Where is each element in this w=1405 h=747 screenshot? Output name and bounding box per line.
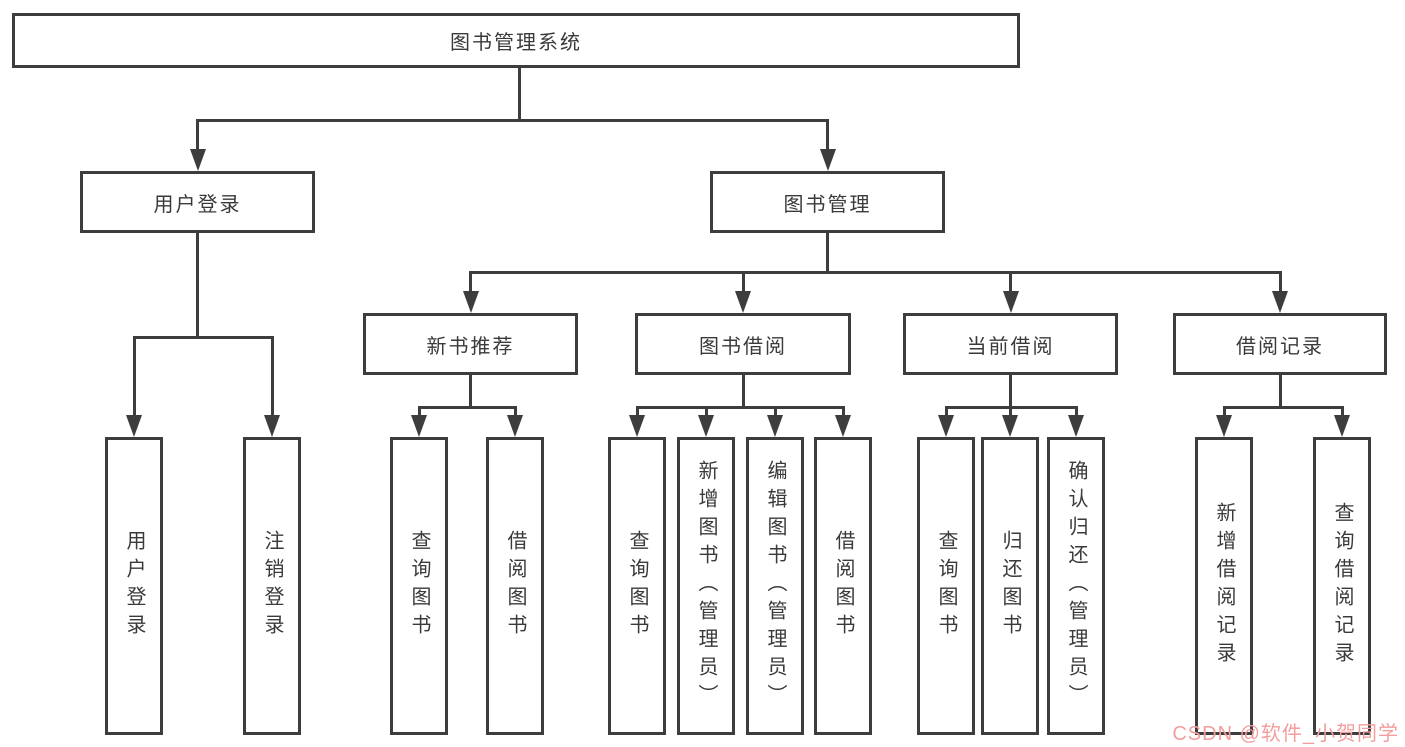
leaf-add-books-admin: 新增图书（管理员） bbox=[677, 437, 735, 735]
leaf-borrow-books-borrowing: 借阅图书 bbox=[814, 437, 872, 735]
node-user-login-module: 用户登录 bbox=[80, 171, 315, 233]
leaf-query-borrow-record: 查询借阅记录 bbox=[1313, 437, 1371, 735]
arrow-down-icon bbox=[767, 415, 783, 437]
arrow-down-icon bbox=[126, 415, 142, 437]
connector-line bbox=[132, 337, 136, 417]
node-label: 查询借阅记录 bbox=[1331, 502, 1353, 670]
arrow-down-icon bbox=[264, 415, 280, 437]
connector-line bbox=[469, 270, 1282, 274]
node-label: 新增图书（管理员） bbox=[695, 460, 717, 712]
leaf-query-books-recommend: 查询图书 bbox=[390, 437, 448, 735]
connector-line bbox=[270, 337, 274, 417]
connector-line bbox=[469, 375, 472, 407]
leaf-user-login: 用户登录 bbox=[105, 437, 163, 735]
node-label: 用户登录 bbox=[123, 530, 145, 642]
arrow-down-icon bbox=[411, 415, 427, 437]
node-label: 图书管理系统 bbox=[450, 32, 582, 54]
node-label: 查询图书 bbox=[935, 530, 957, 642]
leaf-add-borrow-record: 新增借阅记录 bbox=[1195, 437, 1253, 735]
leaf-query-books-borrowing: 查询图书 bbox=[608, 437, 666, 735]
connector-line bbox=[635, 405, 845, 409]
node-new-book-recommend: 新书推荐 bbox=[363, 313, 578, 375]
connector-line bbox=[826, 233, 829, 272]
node-label: 归还图书 bbox=[999, 530, 1021, 642]
node-label: 借阅记录 bbox=[1236, 335, 1324, 358]
arrow-down-icon bbox=[819, 149, 836, 171]
arrow-down-icon bbox=[1068, 415, 1084, 437]
node-label: 确认归还（管理员） bbox=[1065, 460, 1087, 712]
arrow-down-icon bbox=[1334, 415, 1350, 437]
leaf-edit-books-admin: 编辑图书（管理员） bbox=[746, 437, 804, 735]
node-book-management-module: 图书管理 bbox=[710, 171, 945, 233]
node-label: 新书推荐 bbox=[426, 335, 515, 358]
connector-line bbox=[1008, 407, 1012, 417]
node-label: 图书管理 bbox=[783, 193, 872, 216]
connector-line bbox=[635, 407, 639, 417]
node-label: 借阅图书 bbox=[832, 530, 854, 642]
arrow-down-icon bbox=[698, 415, 714, 437]
connector-line bbox=[417, 407, 421, 417]
connector-line bbox=[741, 272, 745, 293]
node-current-borrowing: 当前借阅 bbox=[903, 313, 1118, 375]
arrow-down-icon bbox=[629, 415, 645, 437]
node-label: 编辑图书（管理员） bbox=[764, 460, 786, 712]
connector-line bbox=[517, 68, 521, 120]
arrow-down-icon bbox=[1002, 415, 1018, 437]
connector-line bbox=[1222, 407, 1226, 417]
connector-line bbox=[1009, 272, 1012, 293]
connector-line bbox=[1278, 375, 1282, 407]
connector-line bbox=[944, 407, 948, 417]
connector-line bbox=[1009, 375, 1012, 407]
leaf-return-books: 归还图书 bbox=[981, 437, 1039, 735]
arrow-down-icon bbox=[189, 149, 206, 171]
node-root-system: 图书管理系统 bbox=[12, 13, 1020, 68]
node-label: 查询图书 bbox=[408, 530, 430, 642]
arrow-down-icon bbox=[938, 415, 954, 437]
connector-line bbox=[469, 272, 472, 293]
arrow-down-icon bbox=[462, 291, 479, 313]
node-label: 借阅图书 bbox=[504, 530, 526, 642]
node-label: 用户登录 bbox=[153, 193, 242, 216]
leaf-confirm-return-admin: 确认归还（管理员） bbox=[1047, 437, 1105, 735]
leaf-logout: 注销登录 bbox=[243, 437, 301, 735]
arrow-down-icon bbox=[835, 415, 851, 437]
arrow-down-icon bbox=[507, 415, 523, 437]
node-label: 新增借阅记录 bbox=[1213, 502, 1235, 670]
connector-line bbox=[741, 375, 745, 407]
node-label: 图书借阅 bbox=[699, 335, 787, 358]
connector-line bbox=[196, 233, 199, 337]
arrow-down-icon bbox=[1272, 291, 1288, 313]
connector-line bbox=[1074, 407, 1078, 417]
connector-line bbox=[1278, 272, 1282, 293]
leaf-query-books-current: 查询图书 bbox=[917, 437, 975, 735]
arrow-down-icon bbox=[735, 291, 751, 313]
connector-line bbox=[841, 407, 845, 417]
leaf-borrow-books-recommend: 借阅图书 bbox=[486, 437, 544, 735]
connector-line bbox=[1340, 407, 1344, 417]
connector-line bbox=[196, 120, 199, 151]
arrow-down-icon bbox=[1216, 415, 1232, 437]
connector-line bbox=[196, 118, 829, 122]
connector-line bbox=[513, 407, 517, 417]
node-borrowing-records: 借阅记录 bbox=[1173, 313, 1387, 375]
connector-line bbox=[417, 405, 517, 409]
connector-line bbox=[132, 335, 274, 339]
node-label: 注销登录 bbox=[261, 530, 283, 642]
connector-line bbox=[826, 120, 829, 151]
node-label: 当前借阅 bbox=[966, 335, 1055, 358]
csdn-watermark: CSDN @软件_小贺同学 bbox=[1172, 723, 1399, 745]
connector-line bbox=[773, 407, 777, 417]
node-book-borrowing: 图书借阅 bbox=[635, 313, 851, 375]
node-label: 查询图书 bbox=[626, 530, 648, 642]
arrow-down-icon bbox=[1002, 291, 1019, 313]
connector-line bbox=[704, 407, 708, 417]
connector-line bbox=[1222, 405, 1344, 409]
